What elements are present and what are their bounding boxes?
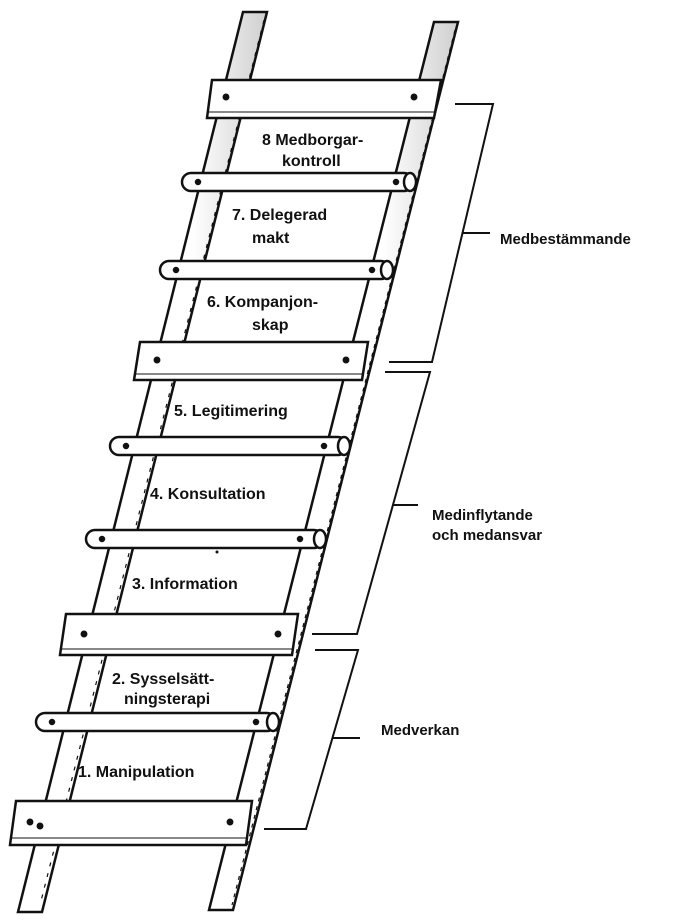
rung-3-label: 3. Information <box>132 576 238 593</box>
group-medinflytande-label: Medinflytande och medansvar <box>432 507 542 544</box>
round-rung-5-4 <box>108 435 352 457</box>
round-rung-4-3 <box>84 528 328 550</box>
round-rung-7-6 <box>158 259 395 281</box>
rung-labels: 8 Medborgar- kontroll 7. Delegerad makt … <box>78 132 368 781</box>
rung-5-label: 5. Legitimering <box>174 403 288 420</box>
group-medverkan-label: Medverkan <box>381 722 459 739</box>
group-labels: Medbestämmande Medinflytande och medansv… <box>381 231 631 739</box>
group-brackets <box>264 103 495 830</box>
rung-2-label: 2. Sysselsätt- ningsterapi <box>112 671 219 708</box>
rung-7-label: 7. Delegerad makt <box>232 207 332 247</box>
ladder-rails <box>16 10 460 914</box>
ladder-steps <box>8 78 443 847</box>
board-bottom <box>8 799 254 847</box>
round-rung-8-7 <box>180 171 418 193</box>
left-rail <box>16 10 269 914</box>
board-middle-lower <box>58 612 300 657</box>
bracket-medinflytande <box>312 371 432 635</box>
rung-1-label: 1. Manipulation <box>78 764 194 781</box>
rung-6-label: 6. Kompanjon- skap <box>207 294 323 334</box>
group-medbestammande-label: Medbestämmande <box>500 231 631 248</box>
bracket-medverkan <box>264 649 360 830</box>
rung-8-label: 8 Medborgar- kontroll <box>262 132 368 170</box>
board-top <box>205 78 443 120</box>
board-middle-upper <box>132 340 370 382</box>
round-rung-2-1 <box>34 711 281 733</box>
rung-4-label: 4. Konsultation <box>150 486 266 503</box>
